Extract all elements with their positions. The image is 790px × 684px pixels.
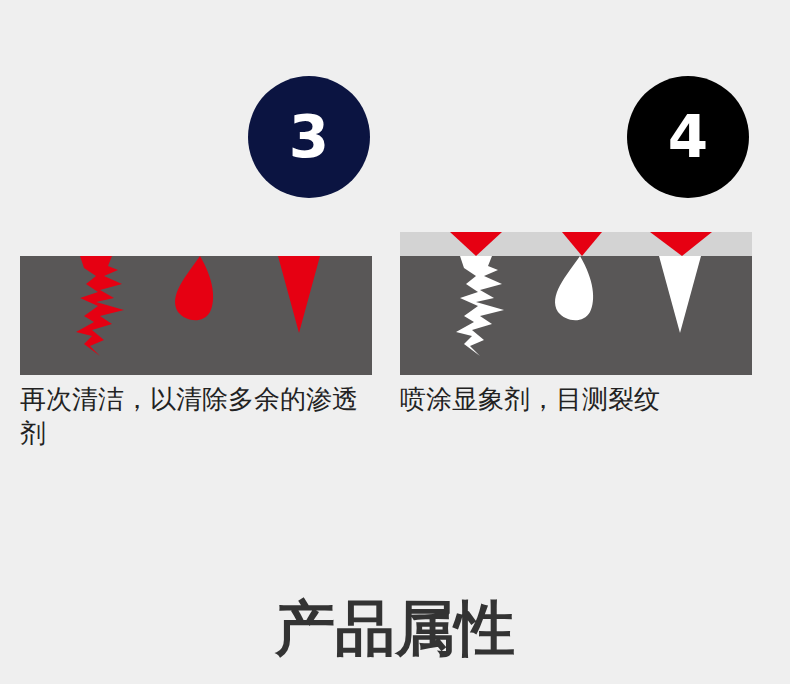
step-caption: 再次清洁，以清除多余的渗透剂 xyxy=(20,382,372,450)
indication xyxy=(650,232,712,256)
indication xyxy=(562,232,602,256)
crack-void xyxy=(456,256,504,356)
step-circle: 3 xyxy=(248,76,370,198)
material-panel xyxy=(400,256,752,375)
step-circle: 4 xyxy=(627,76,749,198)
notch-void xyxy=(659,256,701,333)
section-title: 产品属性 xyxy=(0,588,790,668)
step-number: 3 xyxy=(289,108,329,166)
material-panel xyxy=(20,256,372,375)
step-caption: 喷涂显象剂，目测裂纹 xyxy=(400,382,752,416)
notch-penetrant xyxy=(278,256,320,333)
pore-void xyxy=(555,256,593,320)
developer-layer xyxy=(400,232,752,256)
pore-penetrant xyxy=(175,256,213,320)
crack-penetrant xyxy=(76,256,124,356)
step-number: 4 xyxy=(668,108,708,166)
indication xyxy=(450,232,502,256)
